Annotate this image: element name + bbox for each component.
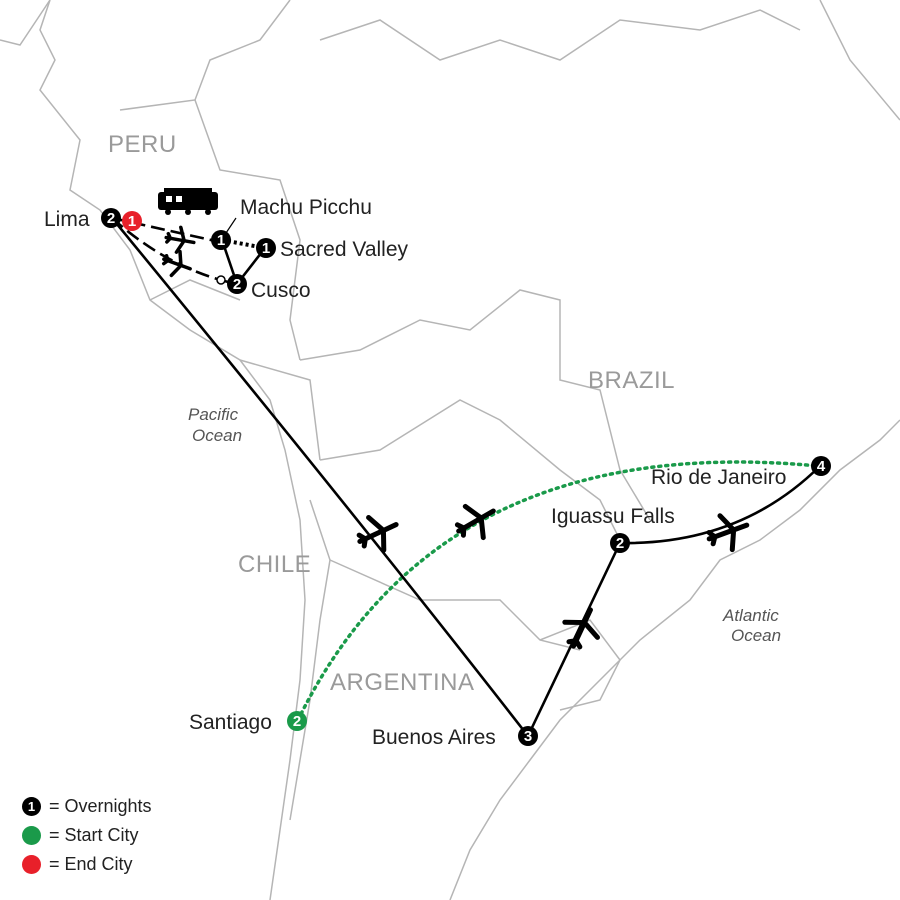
overnight-count: 2	[616, 535, 624, 552]
coastline-east	[449, 419, 900, 900]
city-marker-iguassu[interactable]: 2	[610, 533, 630, 553]
inner-border-2	[239, 359, 321, 461]
legend-row-end-city: = End City	[22, 850, 152, 879]
overnight-count: 2	[107, 210, 115, 227]
legend-row-start-city: = Start City	[22, 821, 152, 850]
airplane-icon	[454, 503, 496, 541]
inner-border-1	[149, 279, 241, 301]
ocean-label-pacific-2: Ocean	[192, 426, 242, 445]
city-marker-santiago[interactable]: 2	[287, 711, 307, 731]
border-brazil-north	[319, 9, 801, 61]
overnight-count: 1	[128, 213, 136, 230]
ocean-label-atlantic-2: Ocean	[731, 626, 781, 645]
border-argentina-north	[329, 559, 581, 651]
city-marker-cusco[interactable]: 2	[227, 274, 247, 294]
city-marker-rio[interactable]: 4	[811, 456, 831, 476]
start-city-marker-icon	[22, 826, 41, 845]
route-start-santiago-rio	[296, 460, 820, 722]
city-label-santiago: Santiago	[189, 711, 272, 734]
border-peru-north	[119, 0, 291, 111]
city-label-buenos-aires: Buenos Aires	[372, 726, 496, 749]
end-city-marker-lima[interactable]: 1	[122, 211, 142, 231]
route-lima-buenos-aires	[110, 217, 530, 737]
city-label-machu-picchu: Machu Picchu	[240, 196, 372, 219]
legend-label: = End City	[49, 854, 133, 874]
airplane-icon	[706, 513, 750, 553]
route-lima-machu-picchu	[111, 216, 221, 244]
inner-border-3	[819, 0, 900, 121]
end-city-marker-icon	[22, 855, 41, 874]
border-brazil-bolivia	[299, 289, 651, 521]
coastline-north	[0, 0, 51, 46]
overnight-count: 2	[233, 276, 241, 293]
border-chile-argentina	[289, 499, 331, 821]
city-label-cusco: Cusco	[251, 279, 311, 302]
overnight-count: 1	[262, 240, 270, 257]
ocean-label-pacific-1: Pacific	[188, 405, 239, 424]
overnight-marker-icon: 1	[22, 797, 41, 816]
city-marker-machu-picchu[interactable]: 1	[211, 230, 231, 250]
overnight-count: 2	[293, 713, 301, 730]
legend-row-overnights: 1 = Overnights	[22, 792, 152, 821]
city-label-iguassu: Iguassu Falls	[551, 505, 675, 528]
legend-label: = Overnights	[49, 796, 152, 816]
country-label-brazil: BRAZIL	[588, 367, 675, 394]
airplane-icon	[562, 607, 600, 650]
cusco-stop-dot	[216, 275, 226, 285]
country-label-argentina: ARGENTINA	[330, 669, 475, 696]
city-marker-buenos-aires[interactable]: 3	[518, 726, 538, 746]
legend-label: = Start City	[49, 825, 139, 845]
city-label-lima: Lima	[44, 208, 90, 231]
city-label-sacred-valley: Sacred Valley	[280, 238, 409, 261]
country-label-peru: PERU	[108, 131, 177, 158]
border-uruguay	[539, 619, 621, 711]
overnight-count: 1	[217, 232, 225, 249]
city-marker-lima[interactable]: 2	[101, 208, 121, 228]
border-bolivia-paraguay	[319, 399, 621, 541]
overnight-count: 3	[524, 728, 532, 745]
country-label-chile: CHILE	[238, 551, 311, 578]
legend-symbol: 1	[27, 799, 36, 814]
legend: 1 = Overnights = Start City = End City	[22, 792, 152, 879]
city-marker-sacred-valley[interactable]: 1	[256, 238, 276, 258]
airplane-icon	[164, 225, 196, 254]
ocean-label-atlantic-1: Atlantic	[722, 606, 779, 625]
border-peru-brazil	[194, 99, 301, 361]
coastline-west	[39, 0, 306, 900]
train-icon	[158, 188, 218, 215]
city-label-rio: Rio de Janeiro	[651, 466, 786, 489]
overnight-count: 4	[817, 458, 826, 475]
airplane-icon	[161, 249, 192, 278]
airplane-icon	[356, 515, 399, 553]
